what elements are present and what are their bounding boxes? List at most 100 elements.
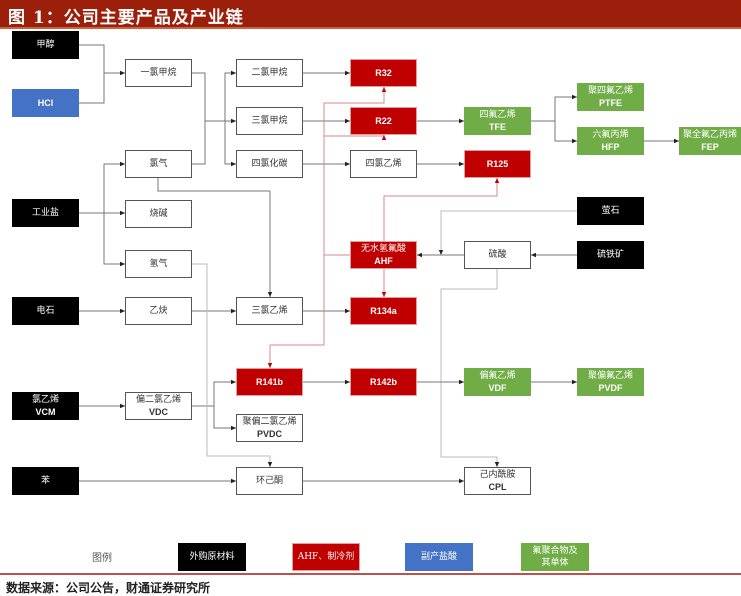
ahf-flow-connector [324, 135, 387, 140]
legend-item-fluoropolymer: 氟聚合物及 其单体 [521, 543, 589, 571]
node-label-cn: 苯 [40, 476, 50, 486]
node-label-en: TFE [489, 122, 506, 132]
ahf-flow-connector [267, 255, 325, 368]
legend-item-raw: 外购原材料 [178, 543, 246, 571]
node-label-cn: 四氯乙烯 [365, 159, 402, 169]
figure-header: 图 1：公司主要产品及产业链 [0, 0, 741, 29]
node-label-en: AHF [374, 256, 393, 266]
node-caustic-soda: 烧碱 [125, 200, 192, 228]
node-label-cn: 工业盐 [31, 208, 59, 218]
node-label-cn: 三氯甲烷 [251, 116, 288, 126]
node-label-en: R32 [375, 68, 392, 78]
node-label-en: R125 [486, 159, 509, 169]
node-sulfuric-acid: 硫酸 [464, 241, 531, 269]
flow-connector [440, 269, 500, 467]
node-label-cn: 硫铁矿 [596, 250, 624, 260]
node-label-cn: 氯气 [149, 159, 168, 169]
node-label-cn: 三氯乙烯 [251, 306, 288, 316]
node-calcium-carbide: 电石 [12, 297, 79, 325]
node-label-cn: 乙炔 [149, 306, 168, 316]
node-r32: R32 [350, 59, 417, 87]
node-cpl: 己内酰胺 CPL [464, 467, 531, 495]
node-r142b: R142b [350, 368, 417, 396]
figure-title: 图 1：公司主要产品及产业链 [8, 8, 244, 28]
node-label-en: HCl [37, 98, 54, 108]
flow-connector [531, 94, 577, 122]
legend-item-hcl: 副产盐酸 [405, 543, 473, 571]
node-label-en: R134a [370, 306, 397, 316]
node-hydrogen: 氢气 [125, 250, 192, 278]
flow-connector [192, 121, 206, 165]
node-label-cn: 聚偏二氯乙烯 [242, 417, 297, 427]
node-r134a: R134a [350, 297, 417, 325]
node-label-cn: 氢气 [149, 259, 168, 269]
flow-connector [79, 73, 105, 104]
node-label-en: R142b [369, 377, 397, 387]
node-label-en: PVDC [256, 429, 282, 439]
node-methanol: 甲醇 [12, 31, 79, 59]
node-chlorine: 氯气 [125, 150, 192, 178]
node-label-cn: 二氯甲烷 [251, 68, 288, 78]
data-source: 数据来源：公司公告，财通证券研究所 [6, 581, 211, 595]
node-label-en: PVDF [598, 383, 623, 393]
node-r125: R125 [464, 150, 531, 178]
node-label-cn: 环己酮 [255, 476, 283, 486]
node-pvdf: 聚偏氟乙烯 PVDF [577, 368, 644, 396]
node-label-cn: 电石 [36, 306, 55, 316]
node-tfe: 四氟乙烯 TFE [464, 107, 531, 135]
node-hfp: 六氟丙烯 HFP [577, 127, 644, 155]
node-label-cn: 聚偏氟乙烯 [587, 371, 633, 381]
ahf-flow-connector [383, 178, 500, 241]
node-label-cn: 聚全氟乙丙烯 [682, 130, 737, 140]
flow-connector [192, 72, 236, 124]
legend-item-label: AHF、制冷剂 [297, 552, 355, 562]
node-label-en: CPL [488, 482, 507, 492]
legend-label: 图例 [92, 553, 112, 564]
node-tetrachloroethylene: 四氯乙烯 [350, 150, 417, 178]
node-label-cn: 一氯甲烷 [140, 68, 177, 78]
node-label-cn: 己内酰胺 [479, 470, 516, 480]
flow-connector [103, 161, 125, 213]
flow-connector [224, 121, 236, 167]
flow-connector [192, 379, 236, 407]
node-hcl: HCl [12, 89, 79, 117]
legend-item-refrigerant: AHF、制冷剂 [292, 543, 360, 571]
flow-connector [103, 213, 125, 267]
node-label-en: FEP [701, 142, 719, 152]
node-label-cn: 四氟乙烯 [479, 110, 516, 120]
node-carbon-tetrachloride: 四氯化碳 [236, 150, 303, 178]
legend-item-label: 氟聚合物及 其单体 [532, 546, 578, 568]
ahf-flow-connector [323, 87, 387, 256]
node-label-cn: 烧碱 [149, 209, 168, 219]
node-monochloromethane: 一氯甲烷 [125, 59, 192, 87]
legend-item-label: 副产盐酸 [420, 552, 457, 562]
node-benzene: 苯 [12, 467, 79, 495]
node-cyclohexanone: 环己酮 [236, 467, 303, 495]
flow-connector [554, 121, 577, 144]
node-label-cn: 萤石 [601, 206, 620, 216]
node-label-cn: 偏二氯乙烯 [135, 395, 181, 405]
node-r22: R22 [350, 107, 417, 135]
node-label-en: HFP [601, 142, 620, 152]
node-label-cn: 氯乙烯 [31, 395, 59, 405]
node-label-cn: 聚四氟乙烯 [587, 86, 633, 96]
flow-connector [79, 44, 125, 76]
node-label-cn: 甲醇 [36, 40, 55, 50]
node-industrial-salt: 工业盐 [12, 199, 79, 227]
flow-connector [192, 263, 273, 467]
node-label-en: VDF [488, 383, 507, 393]
node-fluorite: 萤石 [577, 197, 644, 225]
node-trichloroethylene: 三氯乙烯 [236, 297, 303, 325]
flow-connector [157, 178, 273, 297]
node-pvdc: 聚偏二氯乙烯 PVDC [236, 414, 303, 442]
node-label-cn: 硫酸 [488, 250, 507, 260]
node-label-cn: 六氟丙烯 [592, 130, 629, 140]
node-pyrite: 硫铁矿 [577, 241, 644, 269]
flow-connector [213, 406, 236, 431]
